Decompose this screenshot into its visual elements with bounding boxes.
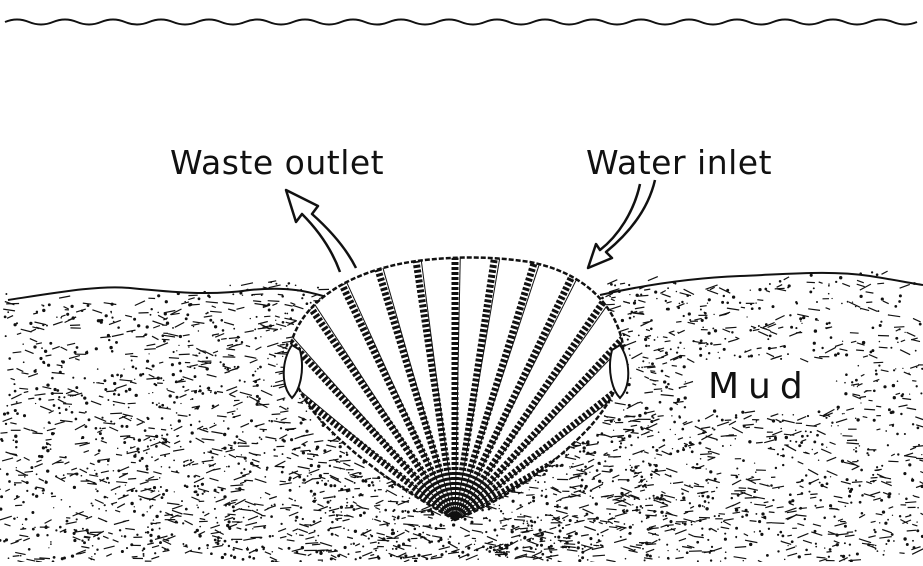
mud-surface-right	[600, 273, 923, 295]
waste-outlet-label: Waste outlet	[170, 146, 384, 179]
mud-label: Mud	[700, 367, 822, 409]
water-surface-line	[5, 20, 917, 25]
arrow-down-left-icon	[588, 180, 655, 268]
arrow-up-left-icon	[286, 190, 356, 272]
mud-surface-left	[8, 287, 330, 300]
water-inlet-label: Water inlet	[586, 146, 772, 179]
scallop-shell-icon	[158, 200, 755, 520]
